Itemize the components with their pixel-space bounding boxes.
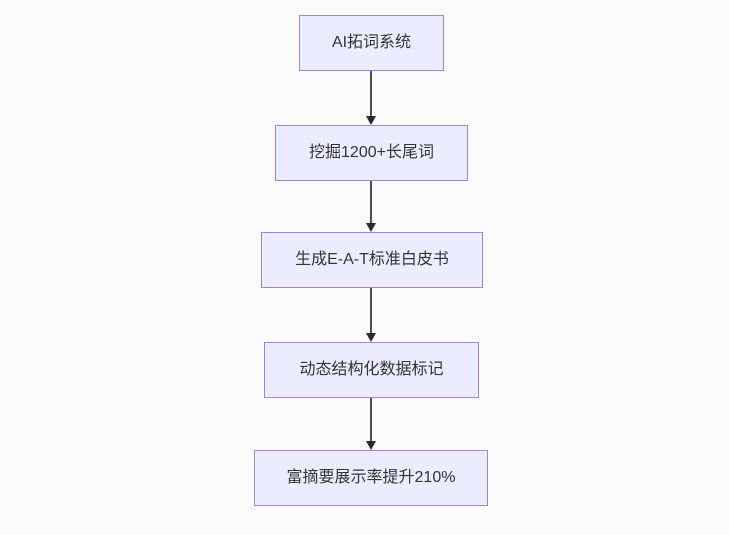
arrow-shaft [370,181,372,223]
arrow-connector-1 [365,71,377,125]
node-label: 挖掘1200+长尾词 [309,144,434,162]
arrow-down-icon [366,223,376,232]
node-label: 富摘要展示率提升210% [286,469,456,487]
arrow-shaft [370,398,372,441]
node-label: 动态结构化数据标记 [299,361,444,379]
arrow-down-icon [366,441,376,450]
arrow-connector-3 [365,288,377,342]
flowchart-node-ai-word-expansion: AI拓词系统 [299,15,444,71]
flowchart-node-structured-data-markup: 动态结构化数据标记 [264,342,479,398]
node-label: AI拓词系统 [331,34,412,52]
arrow-shaft [370,288,372,333]
arrow-down-icon [366,333,376,342]
arrow-connector-2 [365,181,377,232]
arrow-connector-4 [365,398,377,450]
arrow-down-icon [366,116,376,125]
arrow-shaft [370,71,372,116]
flowchart-node-eat-whitepaper: 生成E-A-T标准白皮书 [261,232,483,288]
flowchart-node-longtail-mining: 挖掘1200+长尾词 [275,125,468,181]
flowchart-node-rich-snippet-rate: 富摘要展示率提升210% [254,450,488,506]
node-label: 生成E-A-T标准白皮书 [295,251,449,269]
